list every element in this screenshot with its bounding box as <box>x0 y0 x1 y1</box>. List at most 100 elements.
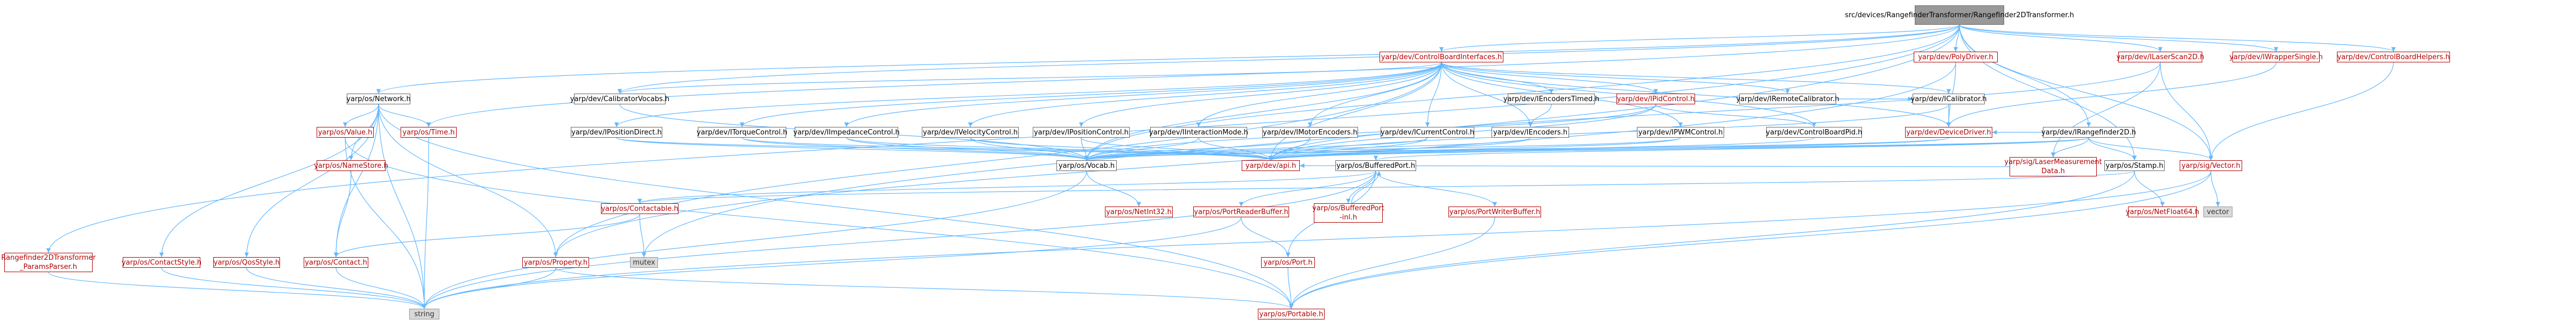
node-yarp-os-portreaderbuffer[interactable]: yarp/os/PortReaderBuffer.h <box>1193 207 1289 217</box>
node-yarp-sig-vector[interactable]: yarp/sig/Vector.h <box>2180 160 2242 171</box>
edge-rf2d-to-vocab <box>1084 137 2089 161</box>
node-yarp-dev-ilaserscan2d[interactable]: yarp/dev/ILaserScan2D.h <box>2116 52 2204 62</box>
node-std-vector[interactable]: vector <box>2203 207 2232 217</box>
edge-root-to-svec <box>1959 24 2214 161</box>
node-yarp-dev-iencoderstimed[interactable]: yarp/dev/IEncodersTimed.h <box>1503 94 1599 104</box>
node-yarp-os-netint32[interactable]: yarp/os/NetInt32.h <box>1105 207 1173 217</box>
edge-net-to-portable <box>378 104 1294 309</box>
node-yarp-os-netfloat64[interactable]: yarp/os/NetFloat64.h <box>2126 207 2199 217</box>
node-yarp-dev-ipositiondirect[interactable]: yarp/dev/IPositionDirect.h <box>571 127 662 138</box>
edge-curc-to-api <box>1268 137 1428 161</box>
node-yarp-dev-api[interactable]: yarp/dev/api.h <box>1242 160 1300 171</box>
node-yarp-os-property[interactable]: yarp/os/Property.h <box>522 257 589 268</box>
edge-vocab-to-string <box>422 170 1087 309</box>
edge-time-to-string <box>422 137 429 309</box>
node-yarp-os-value[interactable]: yarp/os/Value.h <box>317 127 374 138</box>
edge-rf2d-to-stamp <box>2088 137 2137 161</box>
node-yarp-dev-ivelocitycontrol[interactable]: yarp/dev/IVelocityControl.h <box>922 127 1019 138</box>
edge-ls2d-to-api <box>1268 62 2161 161</box>
edge-cbi-to-pidc <box>1441 62 1658 94</box>
node-yarp-dev-iimpedancecontrol[interactable]: yarp/dev/IImpedanceControl.h <box>793 127 900 138</box>
edge-svec-to-portable <box>1289 170 2211 309</box>
edge-cal-to-api <box>1269 104 1949 161</box>
node-yarp-dev-iremotecalibrator[interactable]: yarp/dev/IRemoteCalibrator.h <box>1736 94 1839 104</box>
node-yarp-os-time[interactable]: yarp/os/Time.h <box>401 127 457 138</box>
edge-dd-to-vocab <box>1084 137 1949 161</box>
edge-svec-to-string <box>422 170 2211 309</box>
node-yarp-os-qosstyle[interactable]: yarp/os/QosStyle.h <box>213 257 280 268</box>
node-yarp-dev-itorquecontrol[interactable]: yarp/dev/ITorqueControl.h <box>697 127 787 138</box>
edge-poly-to-prop <box>553 62 1956 258</box>
node-yarp-os-portwriterbuffer[interactable]: yarp/os/PortWriterBuffer.h <box>1448 207 1541 217</box>
edge-net-to-time <box>378 104 431 127</box>
edge-cbi-to-intm <box>1196 62 1442 127</box>
edge-root-to-cbvoc <box>618 24 1960 94</box>
node-std-string[interactable]: string <box>409 309 439 319</box>
node-rangefinder2dtransformer-paramsparser[interactable]: Rangefinder2DTransformer _ParamsParser.h <box>1 253 96 272</box>
node-yarp-dev-iwrappersingle[interactable]: yarp/dev/IWrapperSingle.h <box>2229 52 2323 62</box>
edge-bport-to-contact <box>638 170 1376 204</box>
edge-intm-to-api <box>1198 137 1273 161</box>
edge-root-to-wsing <box>1959 24 2279 52</box>
edge-svec-to-vector <box>2210 170 2221 207</box>
node-yarp-dev-imotorencoders[interactable]: yarp/dev/IMotorEncoders.h <box>1262 127 1358 138</box>
node-yarp-os-bufferedport-inl[interactable]: yarp/os/BufferedPort -inl.h <box>1312 203 1384 223</box>
edge-posd-to-vocab <box>616 137 1089 161</box>
node-yarp-os-network[interactable]: yarp/os/Network.h <box>346 94 411 104</box>
node-yarp-dev-icalibrator[interactable]: yarp/dev/ICalibrator.h <box>1910 94 1987 104</box>
edge-torq-to-api <box>741 137 1273 161</box>
edge-pwm-to-vocab <box>1084 137 1681 161</box>
node-yarp-dev-ipidcontrol[interactable]: yarp/dev/IPidControl.h <box>1616 94 1695 104</box>
edge-root-to-cbi <box>1439 24 1960 52</box>
node-yarp-os-port[interactable]: yarp/os/Port.h <box>1261 257 1315 268</box>
node-yarp-sig-lasermeasurementdata[interactable]: yarp/sig/LaserMeasurement Data.h <box>2004 157 2102 176</box>
edge-root-to-net <box>376 24 1960 94</box>
node-yarp-os-portable[interactable]: yarp/os/Portable.h <box>1258 309 1325 319</box>
edge-cbi-to-dd <box>1441 62 1951 127</box>
node-yarp-dev-calibratorvocabs[interactable]: yarp/dev/CalibratorVocabs.h <box>570 94 669 104</box>
edge-rf2d-to-bport <box>1374 137 2089 161</box>
node-yarp-dev-iencoders[interactable]: yarp/dev/IEncoders.h <box>1492 127 1569 138</box>
edge-intm-to-vocab <box>1084 137 1199 161</box>
edge-cbi-to-remcal <box>1441 62 1790 94</box>
node-yarp-dev-controlboardinterfaces[interactable]: yarp/dev/ControlBoardInterfaces.h <box>1380 52 1503 62</box>
edge-enctm-to-enc <box>1528 104 1552 127</box>
edge-prop-to-portable <box>555 267 1293 309</box>
node-yarp-dev-polydriver[interactable]: yarp/dev/PolyDriver.h <box>1914 52 1998 62</box>
edge-bport-to-string <box>422 170 1376 309</box>
edge-qstyle-to-string <box>246 267 427 309</box>
node-yarp-os-stamp[interactable]: yarp/os/Stamp.h <box>2104 160 2165 171</box>
node-yarp-dev-irangefinder2d[interactable]: yarp/dev/IRangefinder2D.h <box>2041 127 2136 138</box>
node-yarp-os-namestore[interactable]: yarp/os/NameStore.h <box>314 160 388 171</box>
edge-root-to-ls2d <box>1959 24 2163 52</box>
node-root-file[interactable]: src/devices/RangefinderTransformer/Range… <box>1845 5 2074 25</box>
node-std-mutex[interactable]: mutex <box>630 257 658 268</box>
edge-posd-to-api <box>616 137 1273 161</box>
edge-val-to-portable <box>345 137 1294 309</box>
edge-motenc-to-vocab <box>1084 137 1311 161</box>
node-yarp-os-contactable[interactable]: yarp/os/Contactable.h <box>601 203 678 214</box>
edge-root-to-vocab <box>1084 24 1960 161</box>
node-yarp-dev-ipwmcontrol[interactable]: yarp/dev/IPWMControl.h <box>1637 127 1724 138</box>
node-yarp-dev-controlboardhelpers[interactable]: yarp/dev/ControlBoardHelpers.h <box>2337 52 2450 62</box>
edge-contact-to-cnt <box>333 214 640 258</box>
node-yarp-dev-iinteractionmode[interactable]: yarp/dev/IInteractionMode.h <box>1149 127 1248 138</box>
edge-cbi-to-imp <box>844 62 1442 127</box>
edge-wsing-to-dd <box>1946 62 2277 127</box>
node-yarp-dev-icurrentcontrol[interactable]: yarp/dev/ICurrentControl.h <box>1381 127 1474 138</box>
edge-vocab-to-ni32 <box>1086 170 1142 207</box>
node-yarp-dev-controlboardpid[interactable]: yarp/dev/ControlBoardPid.h <box>1766 127 1862 138</box>
edge-cbi-to-api <box>1268 62 1442 161</box>
node-yarp-dev-ipositioncontrol[interactable]: yarp/dev/IPositionControl.h <box>1033 127 1130 138</box>
edge-net-to-string <box>378 104 427 309</box>
edge-lmd-to-api <box>1299 163 2010 168</box>
edge-net-to-prop <box>378 104 558 258</box>
node-yarp-os-contactstyle[interactable]: yarp/os/ContactStyle.h <box>122 257 201 268</box>
node-yarp-os-contact[interactable]: yarp/os/Contact.h <box>304 257 368 268</box>
node-yarp-os-vocab[interactable]: yarp/os/Vocab.h <box>1056 160 1117 171</box>
edge-bport-to-pwb <box>1375 170 1497 207</box>
edge-root-to-stamp <box>1959 24 2137 161</box>
node-yarp-dev-devicedriver[interactable]: yarp/dev/DeviceDriver.h <box>1905 127 1992 138</box>
node-yarp-os-bufferedport[interactable]: yarp/os/BufferedPort.h <box>1335 160 1416 171</box>
